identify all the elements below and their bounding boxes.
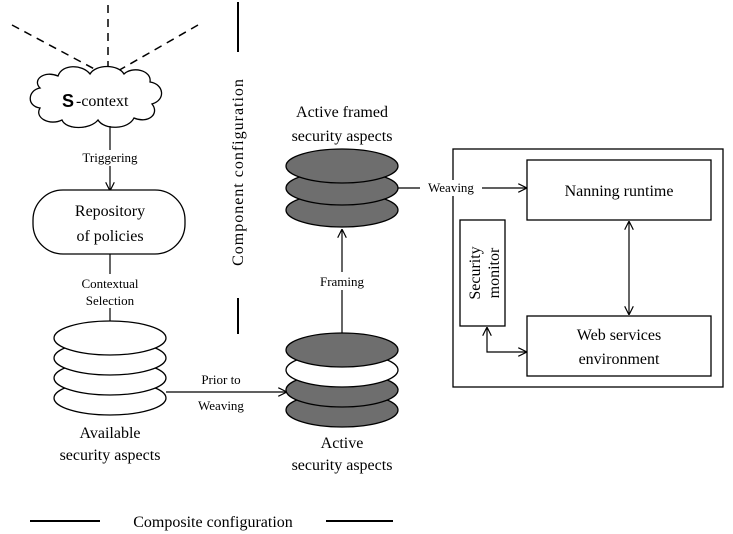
monitor-webservices-arrow xyxy=(487,328,526,352)
available-label-line1: Available xyxy=(79,425,140,442)
repository-of-policies-box xyxy=(32,189,186,255)
prior-label-line1: Prior to xyxy=(201,372,240,387)
contextual-label-line1: Contextual xyxy=(81,276,138,291)
contextual-label-line2: Selection xyxy=(86,293,135,308)
component-configuration-label: Component configuration xyxy=(230,78,247,266)
active-framed-label-line2: security aspects xyxy=(292,128,393,145)
security-monitor-label-line1: Security xyxy=(467,246,484,299)
dashed-trigger-lines xyxy=(11,5,199,73)
available-label-line2: security aspects xyxy=(60,447,161,464)
repository-label-line2: of policies xyxy=(76,228,143,245)
prior-label-line2: Weaving xyxy=(198,398,244,413)
nanning-runtime-box xyxy=(526,159,712,221)
triggering-label: Triggering xyxy=(82,150,138,165)
s-context-prefix: S xyxy=(62,91,74,111)
active-label-line1: Active xyxy=(321,435,364,452)
active-framed-label-line1: Active framed xyxy=(296,104,388,121)
active-security-aspects-stack xyxy=(285,332,399,428)
active-label-line2: security aspects xyxy=(292,457,393,474)
framing-label: Framing xyxy=(320,274,365,289)
security-monitor-box xyxy=(459,219,506,327)
runtime-environment-box xyxy=(452,148,724,388)
web-services-environment-box xyxy=(526,315,712,377)
repository-label-line1: Repository xyxy=(75,203,145,220)
s-context-label: -context xyxy=(76,93,129,110)
weaving-label: Weaving xyxy=(428,180,474,195)
active-framed-security-aspects-stack xyxy=(285,148,399,228)
s-context-cloud: S -context xyxy=(29,65,163,129)
security-monitor-label-line2: monitor xyxy=(486,247,503,298)
composite-configuration-label: Composite configuration xyxy=(133,514,293,531)
web-services-label-line2: environment xyxy=(579,351,660,368)
web-services-label-line1: Web services xyxy=(577,327,661,344)
nanning-runtime-label: Nanning runtime xyxy=(565,183,674,200)
available-security-aspects-stack xyxy=(53,320,167,416)
